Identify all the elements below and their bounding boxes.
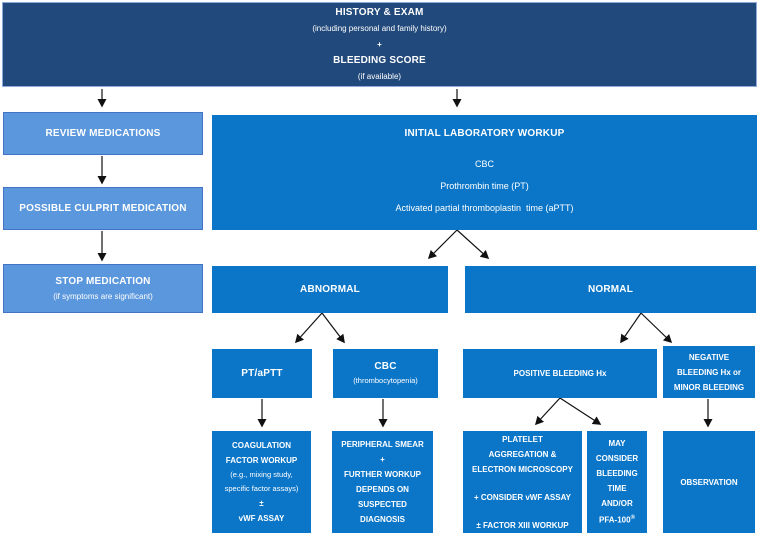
may-consider-line-2: CONSIDER	[595, 454, 639, 464]
arrow-abnormal-to-cbc	[321, 312, 345, 344]
coagulation-line-4: specific factor assays)	[224, 484, 299, 493]
platelet-line-4: + CONSIDER vWF ASSAY	[474, 492, 571, 502]
node-positive-bleeding-hx: POSITIVE BLEEDING Hx	[463, 349, 657, 398]
pt-aptt-label: PT/aPTT	[241, 368, 283, 379]
may-consider-line-5: AND/OR	[601, 499, 633, 509]
coagulation-line-2: FACTOR WORKUP	[225, 456, 298, 465]
stop-medication-title: STOP MEDICATION	[55, 275, 151, 287]
arrow-normal-to-negative	[640, 312, 673, 344]
peripheral-line-3: FURTHER WORKUP	[344, 470, 421, 479]
negative-line-2: BLEEDING Hx or	[676, 367, 741, 377]
stop-medication-subtitle: (if symptoms are significant)	[53, 291, 153, 301]
node-platelet-aggregation: PLATELET AGGREGATION & ELECTRON MICROSCO…	[463, 431, 582, 533]
arrow-initial-to-abnormal	[427, 229, 458, 260]
node-normal: NORMAL	[465, 266, 756, 313]
platelet-line-3: ELECTRON MICROSCOPY	[472, 464, 573, 474]
cbc-title: CBC	[374, 361, 397, 372]
may-consider-line-4: TIME	[607, 484, 627, 494]
coagulation-line-3: (e.g., mixing study,	[230, 470, 293, 479]
possible-culprit-label: POSSIBLE CULPRIT MEDICATION	[19, 203, 187, 214]
node-may-consider-bleeding-time: MAY CONSIDER BLEEDING TIME AND/OR PFA-10…	[587, 431, 647, 533]
node-coagulation-factor-workup: COAGULATION FACTOR WORKUP (e.g., mixing …	[212, 431, 311, 533]
platelet-line-2: AGGREGATION &	[488, 449, 557, 459]
platelet-line-5: ± FACTOR XIII WORKUP	[476, 520, 569, 530]
initial-lab-item-cbc: CBC	[474, 159, 494, 169]
pfa-100-label: PFA-100	[599, 515, 631, 525]
node-history-exam: HISTORY & EXAM (including personal and f…	[2, 2, 757, 87]
history-exam-plus: +	[377, 39, 382, 49]
arrow-abnormal-to-ptaptt	[294, 312, 323, 344]
node-possible-culprit-medication: POSSIBLE CULPRIT MEDICATION	[3, 187, 203, 230]
arrow-initial-to-normal	[456, 229, 490, 260]
peripheral-line-4: DEPENDS ON	[356, 485, 409, 494]
node-stop-medication: STOP MEDICATION (if symptoms are signifi…	[3, 264, 203, 313]
node-review-medications: REVIEW MEDICATIONS	[3, 112, 203, 155]
registered-trademark-symbol: ®	[630, 515, 635, 522]
node-cbc-thrombocytopenia: CBC (thrombocytopenia)	[333, 349, 438, 398]
bleeding-score-subtitle: (if available)	[357, 71, 402, 81]
negative-line-1: NEGATIVE	[688, 352, 730, 362]
positive-bleeding-label: POSITIVE BLEEDING Hx	[513, 369, 607, 378]
may-consider-line-1: MAY	[608, 439, 626, 449]
pfa-100-line: PFA-100®	[599, 511, 635, 528]
node-observation: OBSERVATION	[663, 431, 755, 533]
review-medications-label: REVIEW MEDICATIONS	[45, 128, 161, 139]
bleeding-score-title: BLEEDING SCORE	[333, 54, 426, 66]
platelet-line-1: PLATELET	[502, 434, 543, 444]
peripheral-line-5: SUSPECTED	[358, 500, 407, 509]
node-peripheral-smear: PERIPHERAL SMEAR + FURTHER WORKUP DEPEND…	[332, 431, 433, 533]
observation-label: OBSERVATION	[680, 477, 738, 487]
arrow-positive-to-platelet	[534, 397, 561, 426]
initial-lab-item-aptt: Activated partial thromboplastin time (a…	[395, 203, 574, 213]
peripheral-line-2: +	[380, 455, 385, 464]
cbc-subtitle: (thrombocytopenia)	[353, 376, 418, 385]
coagulation-line-6: vWF ASSAY	[238, 514, 285, 523]
arrow-normal-to-positive	[620, 312, 642, 344]
peripheral-line-6: DIAGNOSIS	[360, 515, 405, 524]
node-abnormal: ABNORMAL	[212, 266, 448, 313]
node-pt-aptt: PT/aPTT	[212, 349, 312, 398]
history-exam-title: HISTORY & EXAM	[335, 6, 424, 18]
coagulation-line-5: ±	[259, 499, 264, 508]
node-initial-lab-workup: INITIAL LABORATORY WORKUP CBC Prothrombi…	[212, 115, 757, 230]
node-negative-bleeding-hx: NEGATIVE BLEEDING Hx or MINOR BLEEDING	[663, 346, 755, 398]
history-exam-subtitle: (including personal and family history)	[312, 23, 447, 33]
normal-label: NORMAL	[587, 284, 634, 295]
peripheral-line-1: PERIPHERAL SMEAR	[341, 440, 424, 449]
initial-lab-title: INITIAL LABORATORY WORKUP	[404, 128, 565, 139]
arrow-positive-to-mayconsider	[559, 397, 602, 425]
may-consider-line-3: BLEEDING	[596, 469, 638, 479]
abnormal-label: ABNORMAL	[300, 284, 360, 295]
coagulation-line-1: COAGULATION	[232, 441, 291, 450]
initial-lab-item-pt: Prothrombin time (PT)	[440, 181, 529, 191]
negative-line-3: MINOR BLEEDING	[673, 382, 745, 392]
